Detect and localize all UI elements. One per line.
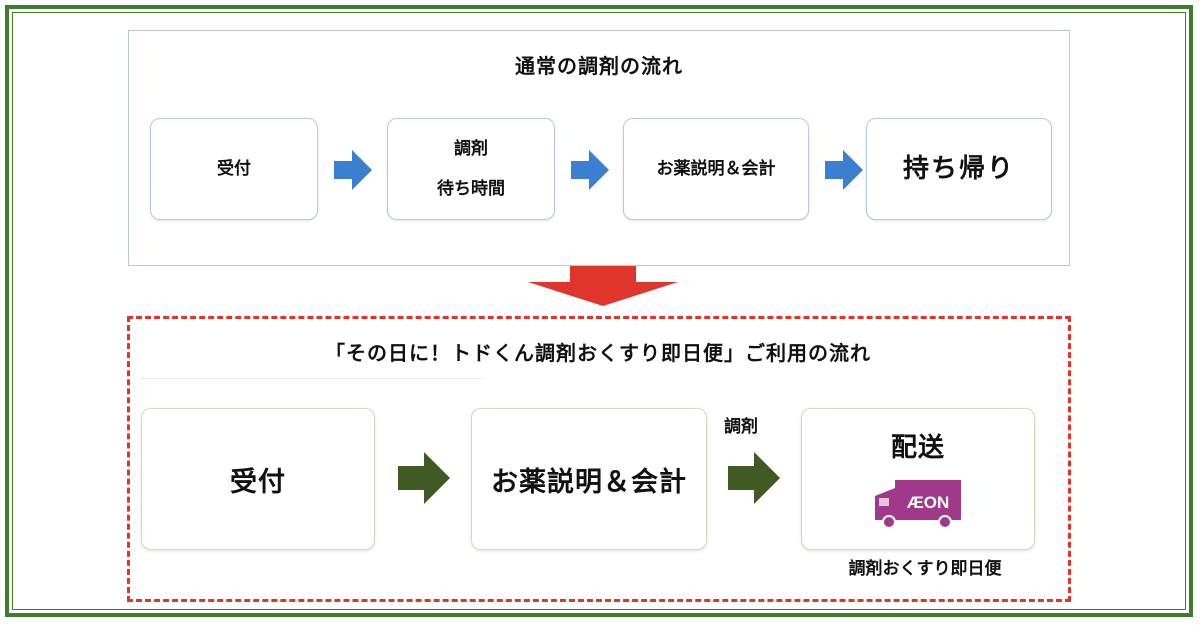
step-delivery-label: 配送	[890, 433, 945, 463]
step-reception: 受付	[141, 408, 375, 550]
step-take-home: 持ち帰り	[866, 118, 1052, 220]
divider	[142, 378, 482, 385]
step-reception-label: 受付	[230, 466, 286, 498]
step-waiting-label: 待ち時間	[437, 179, 505, 199]
step-explanation-payment: お薬説明＆会計	[623, 118, 809, 220]
same-day-flow-title: 「その日に！トドくん調剤おくすり即日便」ご利用の流れ	[325, 341, 871, 365]
step-dispensing-label: 調剤	[454, 139, 488, 159]
step-explanation-payment: お薬説明＆会計	[471, 408, 707, 550]
step-take-home-label: 持ち帰り	[902, 154, 1015, 184]
step-explanation-label: お薬説明＆会計	[656, 159, 776, 179]
inner-frame	[12, 12, 1186, 610]
arrow-right-icon	[571, 150, 609, 190]
arrow-right-icon	[728, 452, 780, 504]
normal-flow-title: 通常の調剤の流れ	[515, 54, 683, 78]
step-delivery: 配送 ÆON	[801, 408, 1035, 550]
delivery-service-caption: 調剤おくすり即日便	[848, 559, 1002, 579]
arrow-right-icon	[334, 150, 372, 190]
same-day-flow-panel	[127, 316, 1071, 602]
step-reception-label: 受付	[217, 159, 251, 179]
arrow-right-icon	[825, 150, 863, 190]
step-dispensing-wait: 調剤 待ち時間	[387, 118, 555, 220]
delivery-truck-icon: ÆON	[875, 480, 961, 529]
step-explanation-label: お薬説明＆会計	[491, 466, 687, 498]
outer-frame	[5, 5, 1193, 617]
truck-logo: ÆON	[907, 493, 950, 512]
dispensing-label: 調剤	[724, 417, 758, 437]
arrow-down-icon	[528, 266, 678, 306]
step-reception: 受付	[150, 118, 318, 220]
arrow-right-icon	[398, 452, 450, 504]
